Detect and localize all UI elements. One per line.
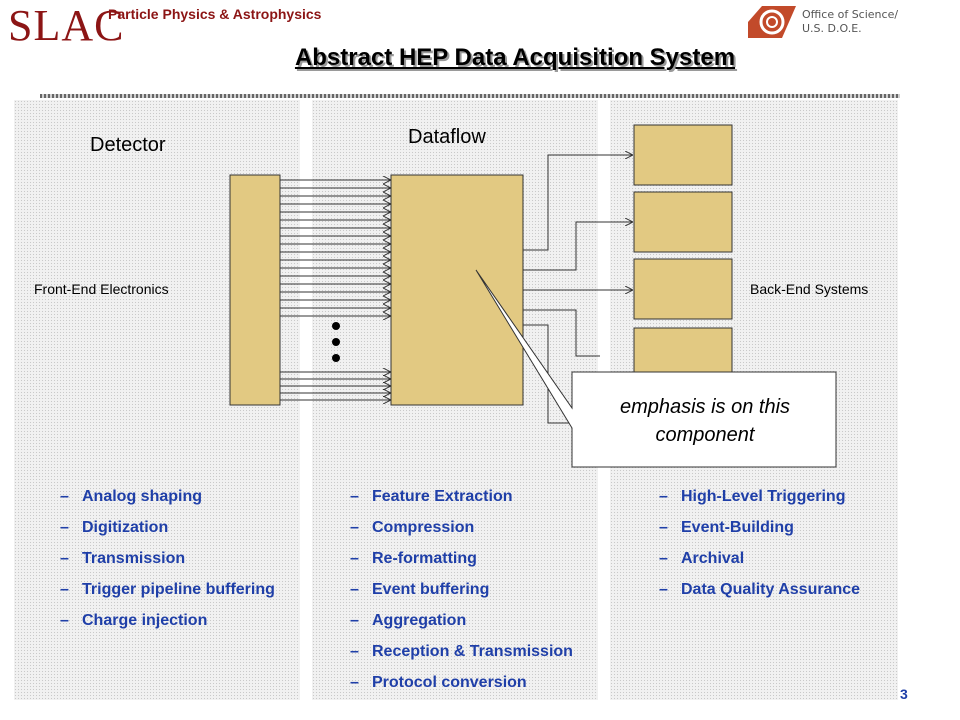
title-rule	[40, 94, 900, 98]
front-end-links	[280, 180, 390, 400]
page-title: Abstract HEP Data Acquisition System	[294, 44, 736, 71]
front-end-label: Front-End Electronics	[34, 281, 169, 297]
list-item: Archival	[659, 549, 860, 580]
list-item: Analog shaping	[60, 487, 275, 518]
ellipsis-dot	[332, 354, 340, 362]
list-item: Trigger pipeline buffering	[60, 580, 275, 611]
list-item: Event buffering	[350, 580, 573, 611]
list-item: High-Level Triggering	[659, 487, 860, 518]
front-end-list: Analog shapingDigitizationTransmissionTr…	[60, 487, 275, 642]
dataflow-box	[390, 174, 524, 406]
slac-logo: SLAC	[8, 1, 125, 50]
back-end-link	[523, 155, 632, 251]
ellipsis-dot	[332, 322, 340, 330]
ellipsis-dot	[332, 338, 340, 346]
dataflow-list: Feature ExtractionCompressionRe-formatti…	[350, 487, 573, 704]
list-item: Protocol conversion	[350, 673, 573, 704]
list-item: Re-formatting	[350, 549, 573, 580]
list-item: Charge injection	[60, 611, 275, 642]
list-item: Event-Building	[659, 518, 860, 549]
list-item: Feature Extraction	[350, 487, 573, 518]
list-item: Transmission	[60, 549, 275, 580]
list-item: Data Quality Assurance	[659, 580, 860, 611]
org-label: Particle Physics & Astrophysics	[108, 6, 322, 22]
callout-text: emphasis is on this component	[619, 396, 791, 446]
doe-line-2: U.S. D.O.E.	[802, 22, 862, 35]
dataflow-label: Dataflow	[408, 126, 486, 148]
back-end-link	[523, 309, 600, 357]
back-end-box-2	[633, 191, 733, 253]
back-end-link	[523, 222, 632, 271]
callout-bubble	[475, 269, 837, 468]
list-item: Compression	[350, 518, 573, 549]
doe-logo-icon	[748, 6, 796, 38]
list-item: Digitization	[60, 518, 275, 549]
list-item: Aggregation	[350, 611, 573, 642]
doe-text: Office of Science/ U.S. D.O.E.	[802, 8, 898, 36]
doe-line-1: Office of Science/	[802, 8, 899, 21]
detector-label: Detector	[90, 134, 166, 156]
page-number: 3	[900, 686, 908, 702]
back-end-box-1	[633, 124, 733, 186]
back-end-box-3	[633, 258, 733, 320]
back-end-list: High-Level TriggeringEvent-BuildingArchi…	[659, 487, 860, 611]
front-end-box	[229, 174, 281, 406]
list-item: Reception & Transmission	[350, 642, 573, 673]
back-end-label: Back-End Systems	[750, 281, 869, 297]
